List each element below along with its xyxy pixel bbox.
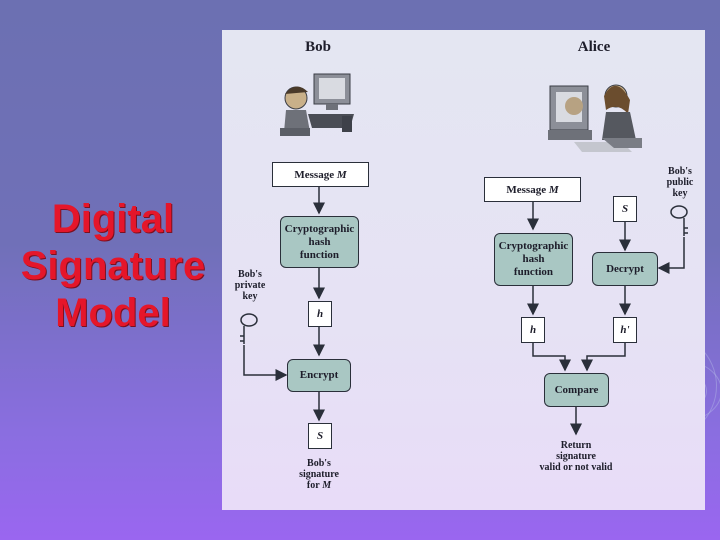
s-value: S: [621, 203, 629, 215]
alice-hash-function-box: Cryptographic hash function: [494, 233, 573, 286]
message-text: Message: [506, 183, 547, 196]
hash-line: hash: [522, 253, 545, 265]
bob-signature-label: Bob's signature for M: [289, 458, 349, 491]
key-label-line: public: [666, 177, 694, 188]
hash-line: function: [513, 266, 554, 278]
hash-line: Cryptographic: [284, 222, 355, 235]
diagram-graphics: [240, 73, 688, 436]
slide-title: Digital Signature Model: [6, 196, 220, 337]
bob-public-key-label: Bob's public key: [658, 166, 702, 199]
bob-message-box: Message M: [272, 162, 369, 187]
result-line: Return: [560, 440, 592, 451]
alice-h-box: h: [521, 317, 545, 343]
message-variable: M: [548, 183, 559, 196]
bob-private-key-label: Bob's private key: [227, 269, 273, 302]
signature-line: signature: [299, 469, 339, 480]
alice-label: Alice: [577, 39, 611, 55]
decrypt-box: Decrypt: [592, 252, 658, 286]
bob-computer-icon: [280, 73, 354, 136]
h-value: h: [316, 308, 324, 320]
key-label-line: Bob's: [668, 166, 692, 177]
alice-h-prime-box: h': [613, 317, 637, 343]
alice-computer-icon: [548, 84, 642, 152]
signature-variable: M: [322, 480, 332, 491]
bob-h-box: h: [308, 301, 332, 327]
alice-s-box: S: [613, 196, 637, 222]
alice-flow-arrows: [527, 202, 685, 436]
hash-line: function: [299, 248, 340, 261]
bob-s-box: S: [308, 423, 332, 449]
title-line: Signature: [20, 244, 206, 288]
title-line: Digital: [51, 197, 175, 241]
hash-line: hash: [308, 235, 331, 248]
signature-line: Bob's: [307, 458, 331, 469]
h-value: h: [529, 324, 537, 336]
signature-diagram: Bob Alice Message M Cryptographic hash f…: [222, 30, 705, 510]
encrypt-box: Encrypt: [287, 359, 351, 392]
key-label-line: key: [672, 188, 688, 199]
key-label-line: private: [234, 280, 266, 291]
bob-label: Bob: [305, 39, 331, 55]
private-key-icon: [240, 313, 258, 344]
public-key-icon: [670, 205, 688, 236]
s-value: S: [316, 430, 324, 442]
hash-line: Cryptographic: [498, 240, 569, 252]
bob-flow-arrows: [243, 187, 325, 422]
title-line: Model: [55, 291, 171, 335]
h-prime-value: h': [620, 324, 630, 336]
result-line: valid or not valid: [539, 462, 613, 473]
signature-line: for M: [289, 480, 349, 491]
key-label-line: Bob's: [238, 269, 262, 280]
result-line: signature: [556, 451, 596, 462]
signature-text: for: [306, 480, 320, 491]
key-label-line: key: [242, 291, 258, 302]
result-label: Return signature valid or not valid: [526, 440, 626, 473]
alice-message-box: Message M: [484, 177, 581, 202]
message-variable: M: [336, 168, 347, 181]
message-text: Message: [294, 168, 335, 181]
bob-hash-function-box: Cryptographic hash function: [280, 216, 359, 268]
compare-box: Compare: [544, 373, 609, 407]
